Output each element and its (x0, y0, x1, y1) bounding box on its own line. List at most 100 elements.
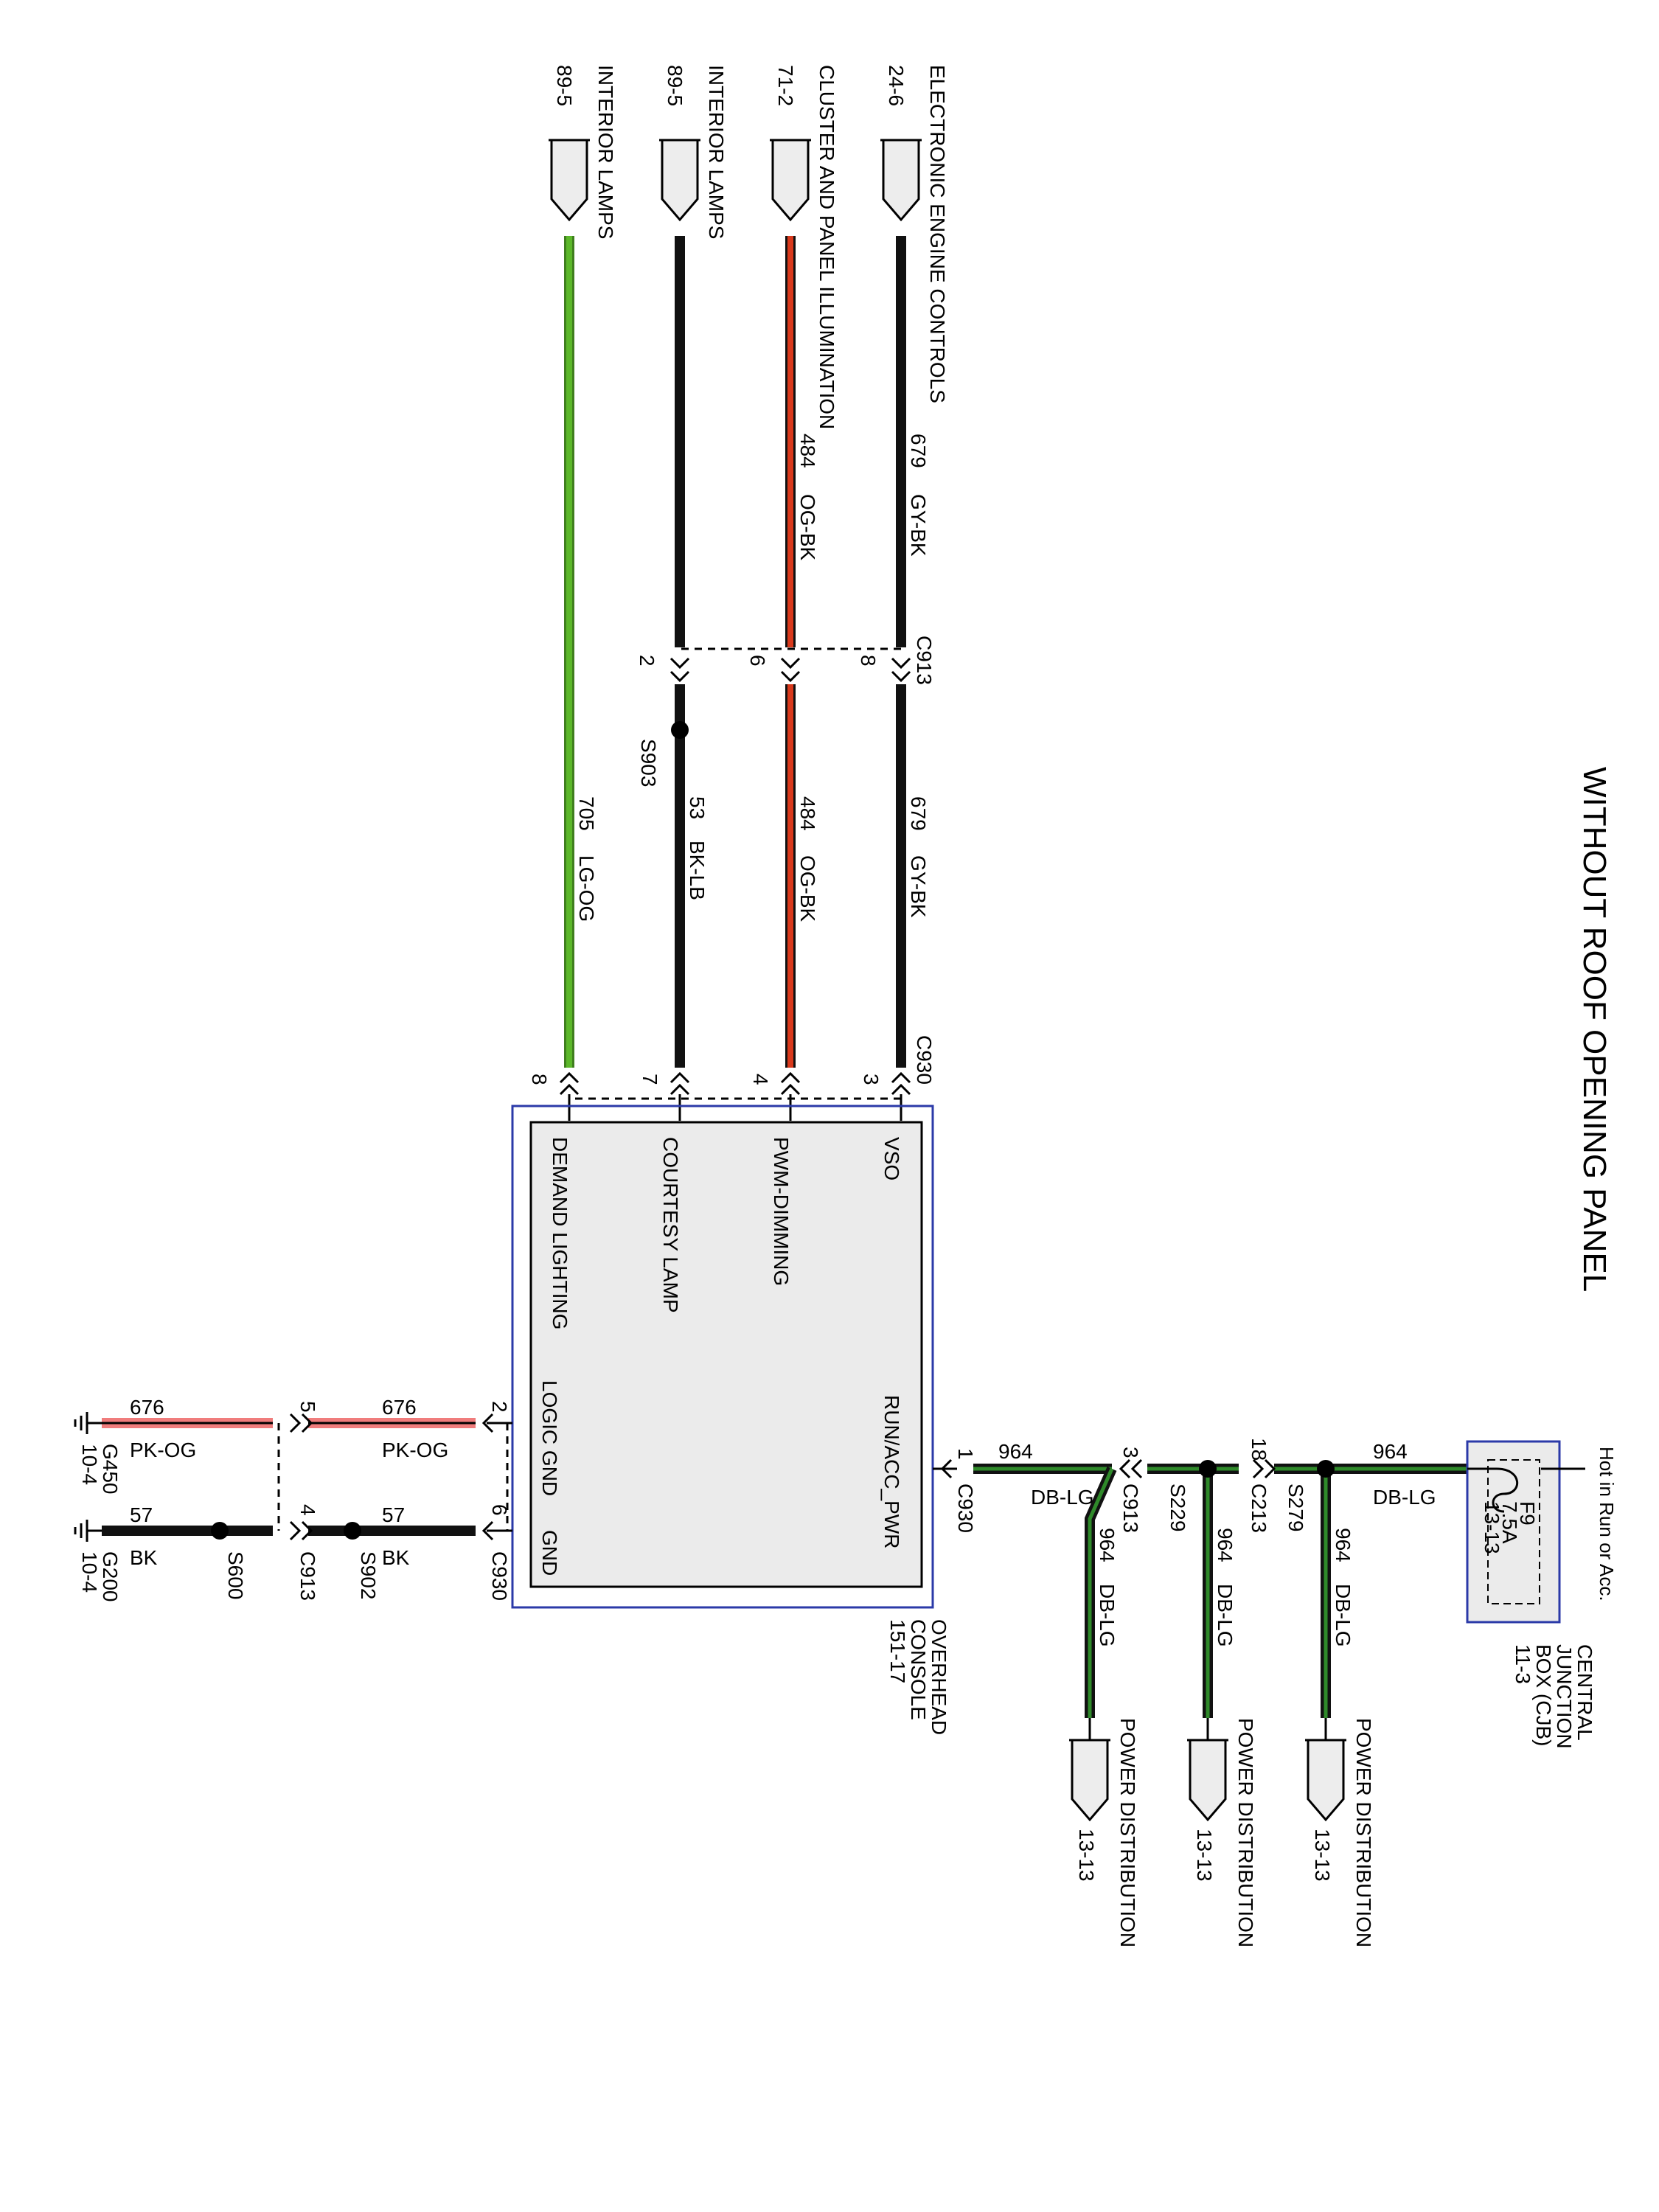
pin-demand-lighting: DEMAND LIGHTING (549, 1137, 571, 1329)
svg-text:BK: BK (130, 1546, 158, 1569)
connector-symbol-cluster (771, 139, 810, 222)
splice-s903-label: S903 (637, 739, 660, 787)
svg-text:C913: C913 (296, 1551, 319, 1601)
svg-text:5: 5 (296, 1401, 319, 1413)
svg-text:8: 8 (528, 1074, 551, 1085)
module-name-2: CONSOLE (907, 1619, 930, 1720)
splice-s229-dot (1199, 1460, 1217, 1478)
svg-text:G200: G200 (99, 1551, 122, 1602)
cjb-fuse-area (1487, 1459, 1540, 1604)
splice-s279-dot (1317, 1460, 1335, 1478)
power-feed-labels: 1 C930 964 DB-LG 3 C913 S229 18 C213 S27… (954, 1438, 1436, 1647)
dest-label-interior-2: INTERIOR LAMPS (594, 65, 617, 239)
connector-symbol-eec (882, 139, 920, 222)
svg-text:3: 3 (860, 1074, 883, 1085)
svg-text:2: 2 (488, 1401, 511, 1413)
svg-text:PK-OG: PK-OG (382, 1439, 448, 1461)
chassis-ground-circuit: 6 C930 57 BK S902 4 C913 S600 57 BK G200… (74, 1503, 512, 1602)
svg-text:13-13: 13-13 (1193, 1829, 1216, 1882)
svg-text:10-4: 10-4 (78, 1551, 101, 1593)
top-connector-arrows (549, 139, 922, 222)
svg-text:POWER DISTRIBUTION: POWER DISTRIBUTION (1352, 1718, 1375, 1947)
svg-text:57: 57 (130, 1503, 153, 1526)
ground-connector-links (277, 1423, 509, 1531)
cjb-outer-border (1466, 1440, 1561, 1624)
svg-text:G450: G450 (99, 1444, 122, 1495)
module-name-1: OVERHEAD (928, 1619, 950, 1735)
svg-text:LG-OG: LG-OG (575, 855, 598, 922)
svg-text:964: 964 (998, 1440, 1033, 1463)
svg-text:BOX (CJB): BOX (CJB) (1532, 1644, 1555, 1746)
svg-text:964: 964 (1214, 1528, 1237, 1562)
svg-text:964: 964 (1373, 1440, 1408, 1463)
fuse-f9-symbol (1492, 1467, 1518, 1513)
power-feed-connectors (940, 1458, 1276, 1479)
c930-top-connector: C930 3 4 7 8 (528, 1035, 936, 1121)
svg-text:DB-LG: DB-LG (1373, 1486, 1436, 1509)
c913-pin-484: 6 (746, 655, 769, 667)
svg-text:Hot in Run or Acc.: Hot in Run or Acc. (1596, 1447, 1618, 1601)
c913-pin-679: 8 (857, 655, 880, 667)
power-feed-wires (933, 1464, 1467, 1718)
svg-text:GY-BK: GY-BK (907, 855, 930, 918)
svg-text:6: 6 (488, 1504, 511, 1516)
pin-logic-gnd: LOGIC GND (538, 1380, 561, 1496)
svg-text:CENTRAL: CENTRAL (1573, 1644, 1596, 1741)
power-distribution-labels: POWER DISTRIBUTION 13-13 POWER DISTRIBUT… (1075, 1718, 1375, 1947)
svg-text:4: 4 (749, 1074, 772, 1085)
svg-text:F9: F9 (1516, 1501, 1539, 1526)
dest-page-eec: 24-6 (885, 65, 908, 106)
svg-text:S600: S600 (224, 1551, 247, 1599)
svg-text:C913: C913 (1119, 1484, 1142, 1533)
svg-text:S279: S279 (1284, 1484, 1307, 1531)
central-junction-box: F9 7.5A 13-13 Hot in Run or Acc. CENTRAL… (1466, 1440, 1618, 1749)
dest-page-cluster: 71-2 (774, 65, 797, 106)
svg-text:S902: S902 (357, 1551, 380, 1599)
svg-text:POWER DISTRIBUTION: POWER DISTRIBUTION (1234, 1718, 1257, 1947)
svg-text:57: 57 (382, 1503, 405, 1526)
module-outer-border (511, 1105, 934, 1609)
pin-pwm-dimming: PWM-DIMMING (770, 1137, 793, 1286)
svg-text:964: 964 (1332, 1528, 1354, 1562)
svg-text:OG-BK: OG-BK (796, 855, 819, 922)
svg-text:C930: C930 (488, 1551, 511, 1601)
svg-text:679: 679 (907, 434, 930, 468)
svg-text:13-13: 13-13 (1075, 1829, 1098, 1882)
svg-text:13-13: 13-13 (1311, 1829, 1334, 1882)
svg-text:DB-LG: DB-LG (1214, 1584, 1237, 1647)
svg-text:BK: BK (382, 1546, 410, 1569)
svg-text:JUNCTION: JUNCTION (1553, 1644, 1576, 1749)
svg-text:484: 484 (796, 796, 819, 831)
pin-vso: VSO (880, 1137, 903, 1180)
svg-text:C930: C930 (954, 1484, 977, 1533)
svg-text:POWER DISTRIBUTION: POWER DISTRIBUTION (1116, 1718, 1139, 1947)
svg-text:DB-LG: DB-LG (1096, 1584, 1119, 1647)
svg-text:1: 1 (954, 1448, 977, 1460)
dest-page-interior-1: 89-5 (664, 65, 686, 106)
power-distribution-terminals (1069, 1718, 1346, 1822)
svg-text:53: 53 (686, 796, 709, 819)
connector-symbol-interior-2 (550, 139, 588, 222)
page-title: WITHOUT ROOF OPENING PANEL (1576, 767, 1613, 1292)
svg-text:PK-OG: PK-OG (130, 1439, 196, 1461)
svg-text:10-4: 10-4 (78, 1444, 101, 1485)
svg-text:676: 676 (382, 1396, 417, 1419)
logic-ground-circuit: 2 676 PK-OG 5 676 PK-OG G450 10-4 (74, 1396, 512, 1495)
c930-top-label: C930 (913, 1035, 936, 1085)
svg-text:7.5A: 7.5A (1498, 1501, 1521, 1544)
pin-run-acc-pwr: RUN/ACC_PWR (880, 1395, 903, 1548)
svg-text:DB-LG: DB-LG (1332, 1584, 1354, 1647)
splice-s903-dot (671, 721, 689, 739)
svg-text:705: 705 (575, 796, 598, 831)
top-wires (564, 236, 906, 1068)
svg-text:C213: C213 (1248, 1484, 1270, 1533)
svg-text:964: 964 (1096, 1528, 1119, 1562)
svg-text:3: 3 (1119, 1447, 1142, 1458)
dest-label-eec: ELECTRONIC ENGINE CONTROLS (926, 65, 949, 403)
svg-text:679: 679 (907, 796, 930, 831)
dest-page-interior-2: 89-5 (553, 65, 576, 106)
svg-text:7: 7 (639, 1074, 661, 1085)
svg-text:484: 484 (796, 434, 819, 468)
svg-text:676: 676 (130, 1396, 164, 1419)
